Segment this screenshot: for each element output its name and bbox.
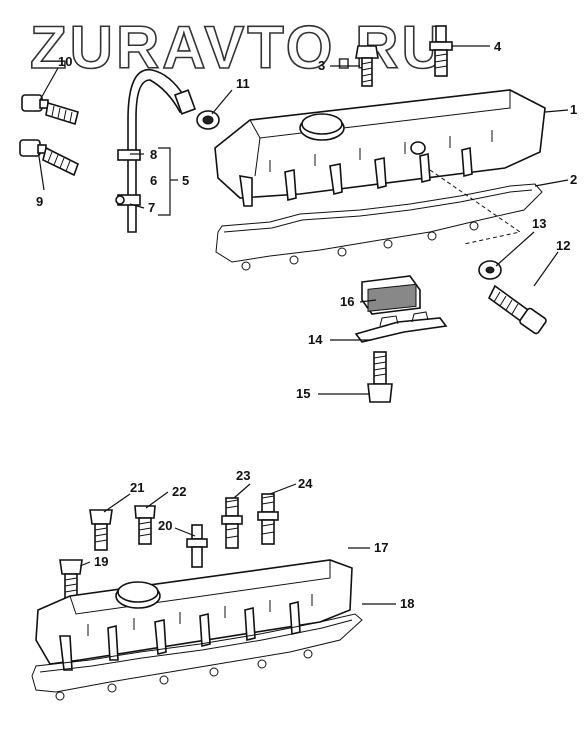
bracket-14 — [354, 311, 448, 343]
callout-2: 2 — [570, 172, 577, 187]
bolt-12 — [487, 284, 547, 335]
callout-19: 19 — [94, 554, 108, 569]
breather-hose — [115, 69, 197, 233]
callout-21: 21 — [130, 480, 144, 495]
callout-10: 10 — [58, 54, 72, 69]
bolt-3 — [355, 45, 379, 87]
bracket-5 — [158, 147, 171, 216]
bolt-15 — [367, 351, 393, 403]
bolt-9 — [19, 139, 79, 177]
callout-4: 4 — [494, 39, 502, 54]
callout-23: 23 — [236, 468, 250, 483]
callout-17: 17 — [374, 540, 388, 555]
callout-5: 5 — [182, 173, 189, 188]
bolt-21 — [89, 509, 113, 551]
callout-15: 15 — [296, 386, 310, 401]
callout-24: 24 — [298, 476, 313, 491]
bolt-10 — [21, 94, 79, 126]
gasket-lower — [31, 613, 363, 701]
callout-8: 8 — [150, 147, 157, 162]
cylinder-head-cover-upper — [214, 89, 546, 207]
washer-13 — [478, 260, 502, 280]
callout-6: 6 — [150, 173, 157, 188]
gasket-upper — [215, 183, 543, 271]
callout-11: 11 — [236, 76, 250, 91]
bolt-22 — [134, 505, 156, 545]
callout-22: 22 — [172, 484, 186, 499]
callout-20: 20 — [158, 518, 172, 533]
assembly-dashed-line — [429, 169, 522, 245]
stud-4 — [429, 25, 453, 77]
callout-9: 9 — [36, 194, 43, 209]
leader-lines — [37, 45, 569, 605]
callout-18: 18 — [400, 596, 414, 611]
watermark-text: ZURAVTO.RU — [30, 14, 448, 81]
callout-14: 14 — [308, 332, 323, 347]
stud-24 — [257, 493, 279, 545]
callout-12: 12 — [556, 238, 570, 253]
callout-16: 16 — [340, 294, 354, 309]
callout-7: 7 — [148, 200, 155, 215]
callout-3: 3 — [318, 58, 325, 73]
callout-13: 13 — [532, 216, 546, 231]
cylinder-head-cover-lower — [35, 559, 353, 671]
bolt-19 — [59, 559, 83, 599]
callout-1: 1 — [570, 102, 577, 117]
grommet-11 — [196, 110, 220, 130]
rubber-block-16 — [361, 275, 421, 315]
stud-23 — [221, 497, 243, 549]
stud-20 — [186, 524, 208, 568]
